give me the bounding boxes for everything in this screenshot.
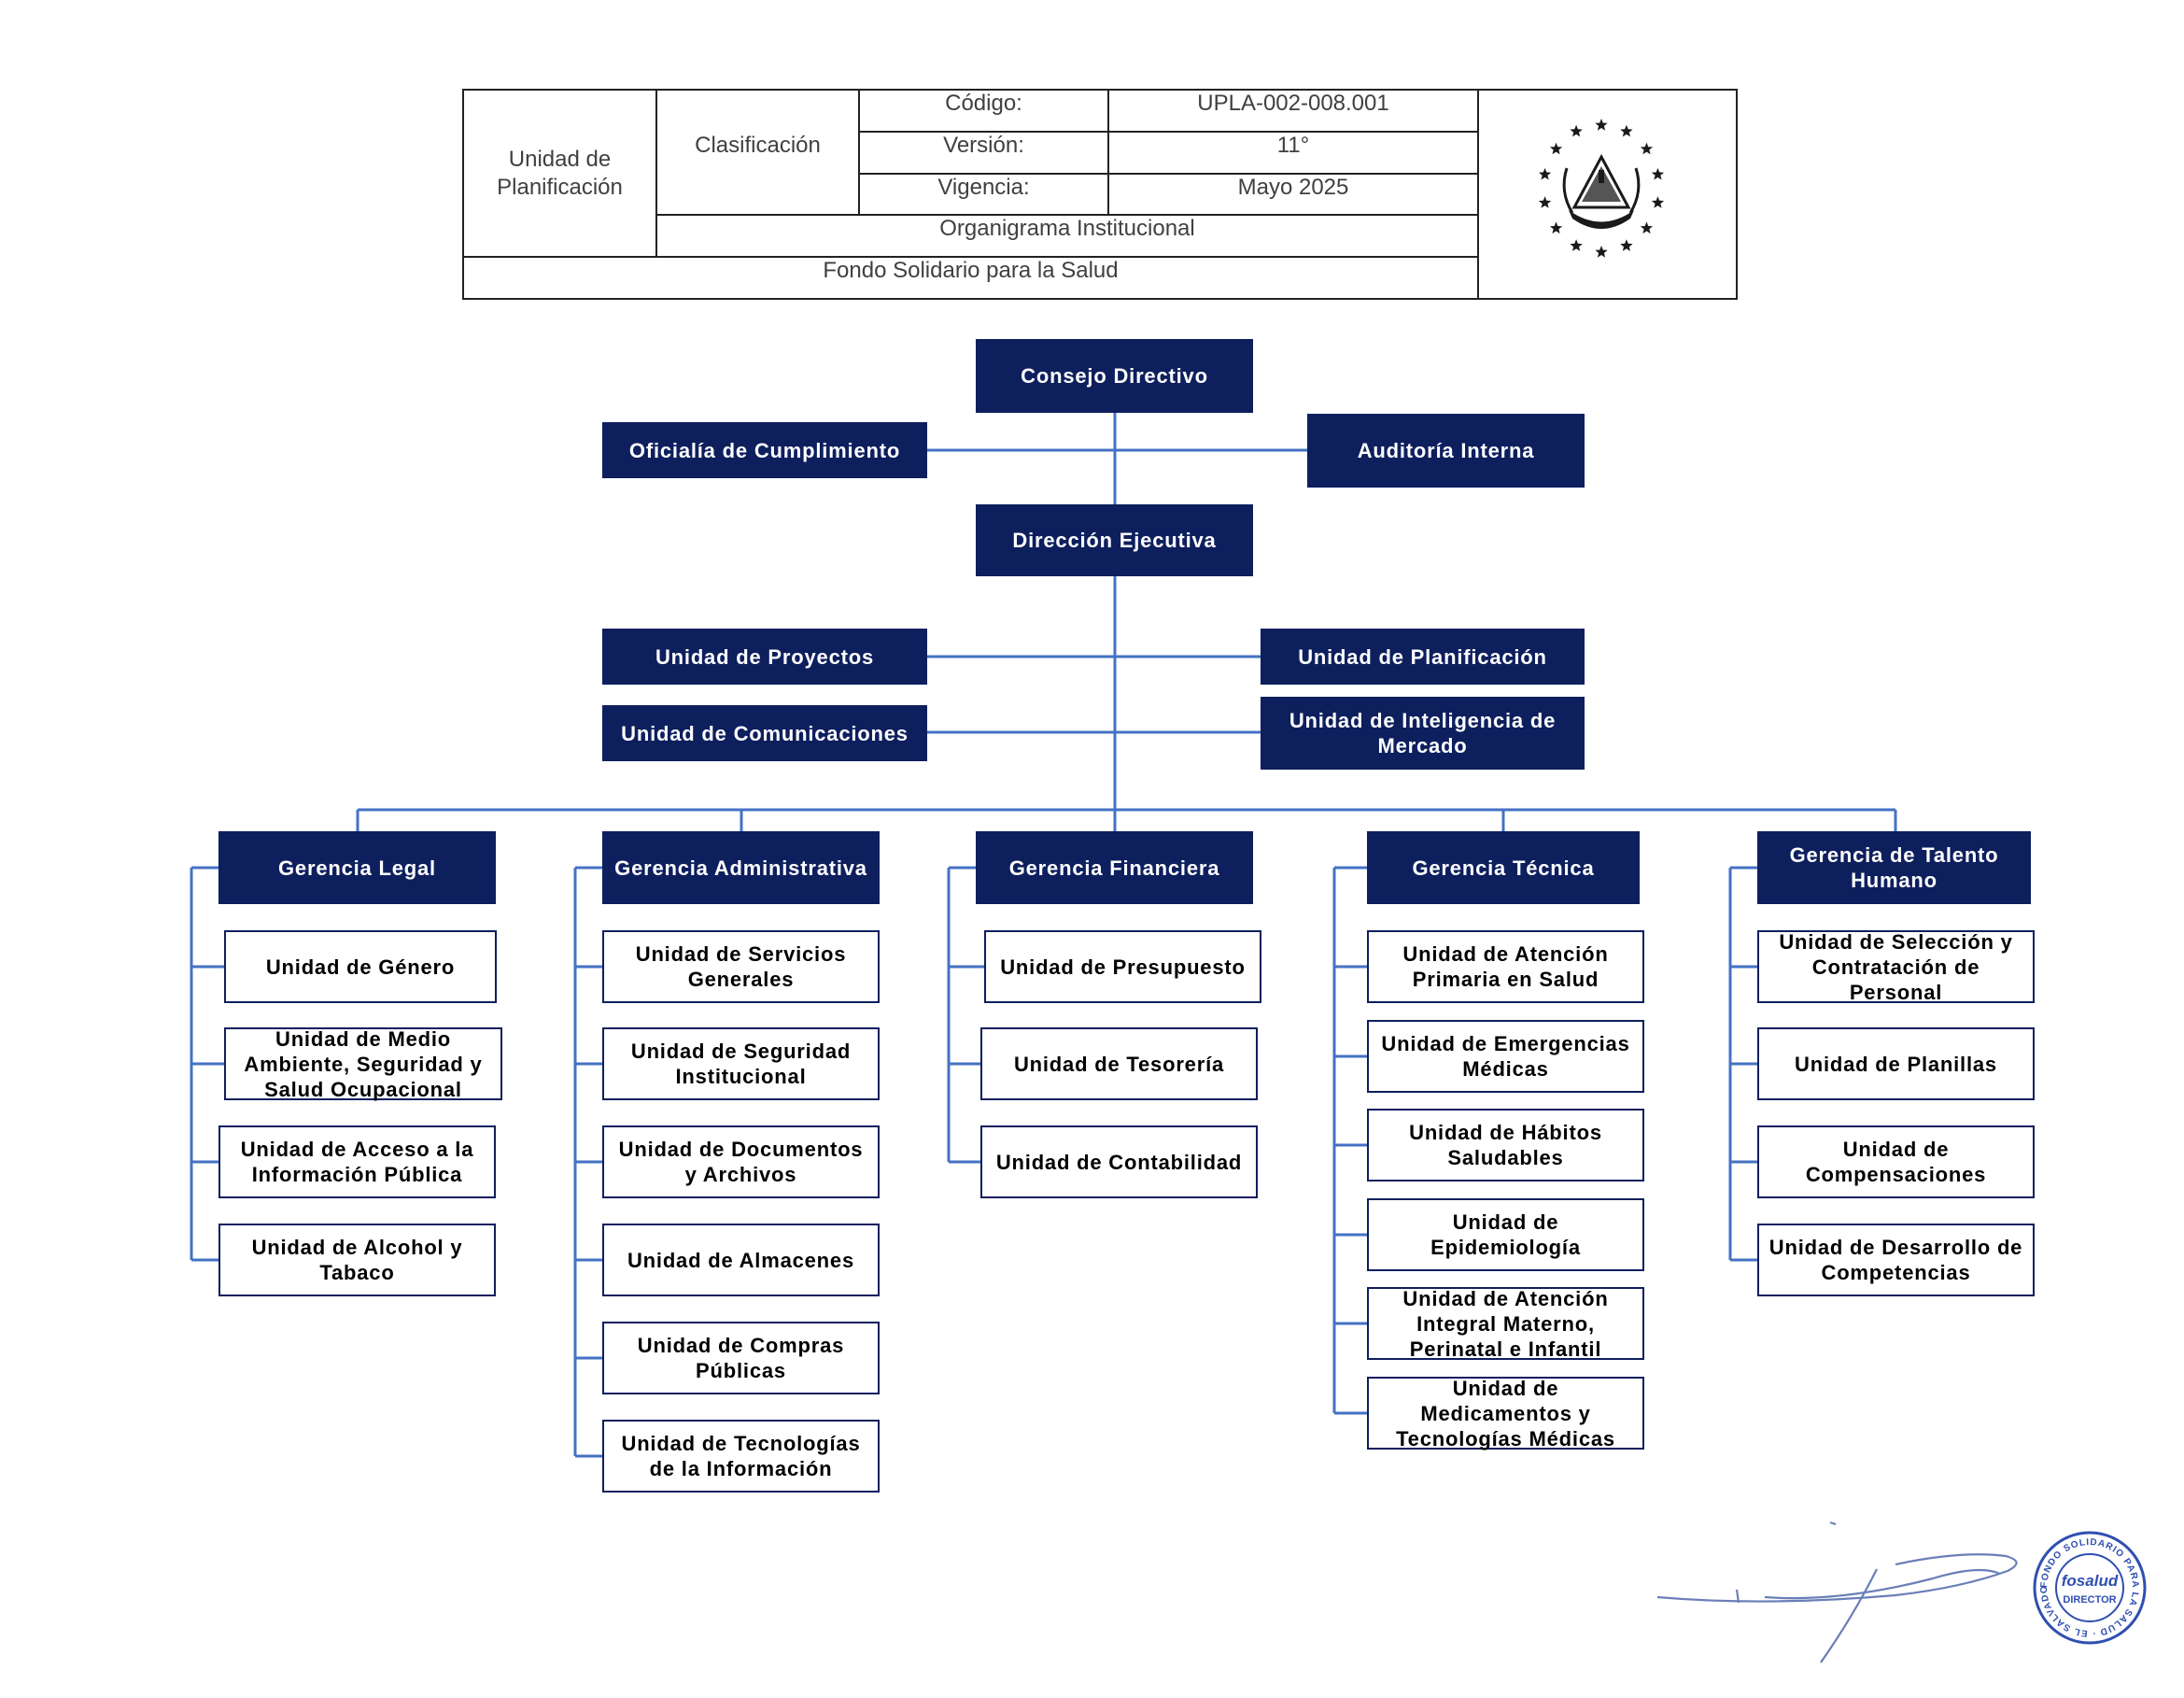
star-icon bbox=[1538, 196, 1552, 208]
unit-box: Unidad de Alcohol y Tabaco bbox=[218, 1224, 496, 1296]
unit-box: Unidad de Presupuesto bbox=[984, 930, 1261, 1003]
unit-box: Unidad de Medicamentos y Tecnologías Méd… bbox=[1367, 1377, 1644, 1450]
header-code-value: UPLA-002-008.001 bbox=[1197, 91, 1389, 116]
unit-box: Unidad de Medio Ambiente, Seguridad y Sa… bbox=[224, 1027, 502, 1101]
gerencia-box: Gerencia Administrativa bbox=[602, 831, 880, 904]
header-organization: Fondo Solidario para la Salud bbox=[823, 258, 1119, 283]
unit-box: Unidad de Compensaciones bbox=[1757, 1125, 2035, 1198]
star-icon bbox=[1620, 239, 1633, 251]
direccion-ejecutiva-box: Dirección Ejecutiva bbox=[976, 504, 1253, 576]
oficialia-cumplimiento-box: Oficialía de Cumplimiento bbox=[602, 422, 927, 478]
unit-box: Unidad de Tesorería bbox=[980, 1027, 1258, 1100]
unit-box: Unidad de Compras Públicas bbox=[602, 1322, 880, 1394]
header-version-value: 11° bbox=[1276, 133, 1310, 158]
gerencia-box: Gerencia de Talento Humano bbox=[1757, 831, 2031, 904]
star-icon bbox=[1549, 221, 1563, 234]
el-salvador-coat-of-arms-icon bbox=[1538, 119, 1665, 258]
star-icon bbox=[1549, 142, 1563, 155]
auditoria-interna-box: Auditoría Interna bbox=[1307, 414, 1585, 488]
director-signature bbox=[1656, 1521, 2018, 1663]
unit-box: Unidad de Emergencias Médicas bbox=[1367, 1020, 1644, 1093]
unit-box: Unidad de Epidemiología bbox=[1367, 1198, 1644, 1271]
star-icon bbox=[1595, 119, 1608, 131]
header-classification-cell: Clasificación bbox=[695, 133, 821, 158]
gerencia-box: Gerencia Técnica bbox=[1367, 831, 1640, 904]
seal-brand: fosalud bbox=[2062, 1572, 2119, 1590]
unit-box: Unidad de Atención Integral Materno, Per… bbox=[1367, 1287, 1644, 1361]
fosalud-director-seal: FONDO SOLIDARIO PARA LA SALUD · EL SALVA… bbox=[2032, 1530, 2147, 1645]
gerencia-box: Gerencia Financiera bbox=[976, 831, 1253, 904]
star-icon bbox=[1640, 221, 1654, 234]
unit-box: Unidad de Seguridad Institucional bbox=[602, 1027, 880, 1100]
unit-box: Unidad de Género bbox=[224, 930, 497, 1003]
unidad-comunicaciones-box: Unidad de Comunicaciones bbox=[602, 705, 927, 761]
star-icon bbox=[1538, 167, 1552, 180]
star-icon bbox=[1651, 196, 1665, 208]
header-document-title: Organigrama Institucional bbox=[939, 216, 1195, 241]
unit-box: Unidad de Atención Primaria en Salud bbox=[1367, 930, 1644, 1003]
unit-box: Unidad de Desarrollo de Competencias bbox=[1757, 1224, 2035, 1296]
seal-role: DIRECTOR bbox=[2063, 1594, 2116, 1606]
consejo-directivo-box: Consejo Directivo bbox=[976, 339, 1253, 413]
unit-box: Unidad de Servicios Generales bbox=[602, 930, 880, 1003]
unit-box: Unidad de Documentos y Archivos bbox=[602, 1125, 880, 1198]
unidad-proyectos-box: Unidad de Proyectos bbox=[602, 629, 927, 685]
gerencia-box: Gerencia Legal bbox=[218, 831, 496, 904]
header-validity-value: Mayo 2025 bbox=[1237, 175, 1349, 200]
header-validity-label: Vigencia: bbox=[937, 175, 1030, 200]
header-version-label: Versión: bbox=[943, 133, 1024, 158]
unit-box: Unidad de Selección y Contratación de Pe… bbox=[1757, 930, 2035, 1004]
unit-box: Unidad de Contabilidad bbox=[980, 1125, 1258, 1198]
unidad-inteligencia-mercado-box: Unidad de Inteligencia de Mercado bbox=[1261, 697, 1585, 770]
star-icon bbox=[1651, 167, 1665, 180]
unidad-planificacion-box: Unidad de Planificación bbox=[1261, 629, 1585, 685]
star-icon bbox=[1620, 124, 1633, 137]
unit-box: Unidad de Planillas bbox=[1757, 1027, 2035, 1100]
star-icon bbox=[1640, 142, 1654, 155]
header-unit-cell: Unidad de Planificación bbox=[497, 146, 623, 200]
unit-box: Unidad de Tecnologías de la Información bbox=[602, 1420, 880, 1493]
unit-box: Unidad de Hábitos Saludables bbox=[1367, 1109, 1644, 1182]
star-icon bbox=[1570, 239, 1583, 251]
unit-box: Unidad de Almacenes bbox=[602, 1224, 880, 1296]
header-code-label: Código: bbox=[945, 91, 1022, 116]
star-icon bbox=[1570, 124, 1583, 137]
star-icon bbox=[1595, 246, 1608, 258]
unit-box: Unidad de Acceso a la Información Públic… bbox=[218, 1125, 496, 1198]
